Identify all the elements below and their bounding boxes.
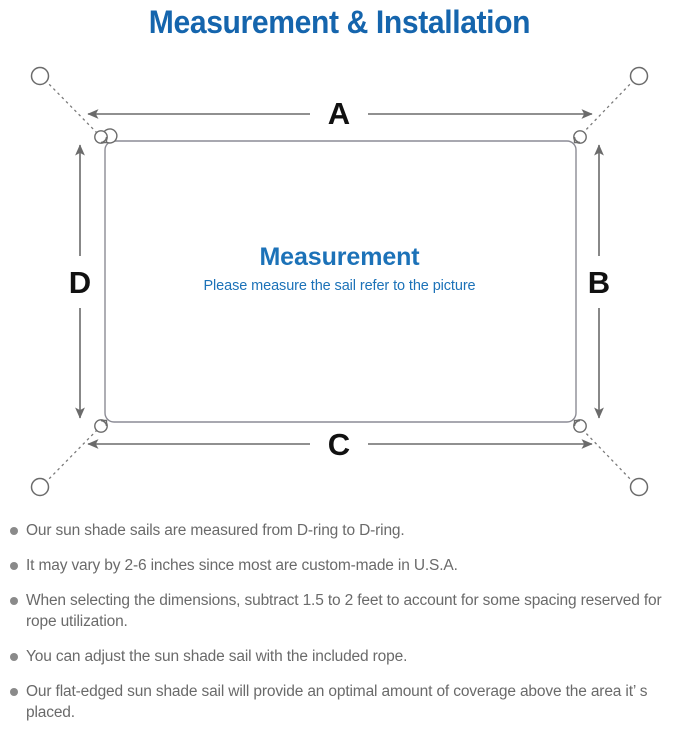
bullet-icon: [10, 562, 18, 570]
d-ring-tab-bottom-right: [573, 419, 581, 427]
list-item: It may vary by 2-6 inches since most are…: [0, 555, 679, 576]
dimension-b-label: B: [588, 265, 610, 300]
measurement-diagram: A C D B Measurement Please measure the s…: [0, 46, 679, 516]
d-ring-tab-top-right: [573, 136, 581, 144]
bullet-icon: [10, 688, 18, 696]
dimension-a-label: A: [328, 96, 350, 131]
bullet-icon: [10, 597, 18, 605]
rope-bottom-left: [44, 426, 101, 484]
rope-lines: [44, 79, 635, 484]
bullet-icon: [10, 527, 18, 535]
rope-top-right: [579, 79, 635, 137]
d-ring-tab-bottom-left: [100, 419, 108, 427]
list-item: Our sun shade sails are measured from D-…: [0, 520, 679, 541]
d-ring-tabs: [100, 136, 581, 427]
rope-bottom-right: [579, 426, 635, 484]
bullet-icon: [10, 653, 18, 661]
dimension-d-label: D: [69, 265, 91, 300]
anchor-rings: [30, 66, 649, 497]
list-item: When selecting the dimensions, subtract …: [0, 590, 679, 632]
d-ring-circle-top-left: [94, 130, 108, 144]
rope-top-left: [44, 79, 101, 137]
d-ring-tab-top-left: [100, 136, 108, 144]
page-title: Measurement & Installation: [148, 4, 531, 40]
anchor-ring-bottom-right: [629, 477, 649, 497]
anchor-ring-top-right: [629, 66, 649, 86]
note-text: When selecting the dimensions, subtract …: [26, 592, 662, 630]
note-text: Our flat-edged sun shade sail will provi…: [26, 683, 648, 721]
list-item: Our flat-edged sun shade sail will provi…: [0, 681, 679, 723]
note-text: Our sun shade sails are measured from D-…: [26, 522, 405, 539]
notes-list: Our sun shade sails are measured from D-…: [0, 520, 679, 737]
list-item: You can adjust the sun shade sail with t…: [0, 646, 679, 667]
anchor-ring-top-left: [30, 66, 50, 86]
anchor-ring-bottom-left: [30, 477, 50, 497]
sail-outline: [104, 140, 577, 423]
note-text: You can adjust the sun shade sail with t…: [26, 648, 408, 665]
diagram-canvas: A C D B: [30, 66, 649, 497]
dimension-c-label: C: [328, 427, 350, 462]
note-text: It may vary by 2-6 inches since most are…: [26, 557, 458, 574]
